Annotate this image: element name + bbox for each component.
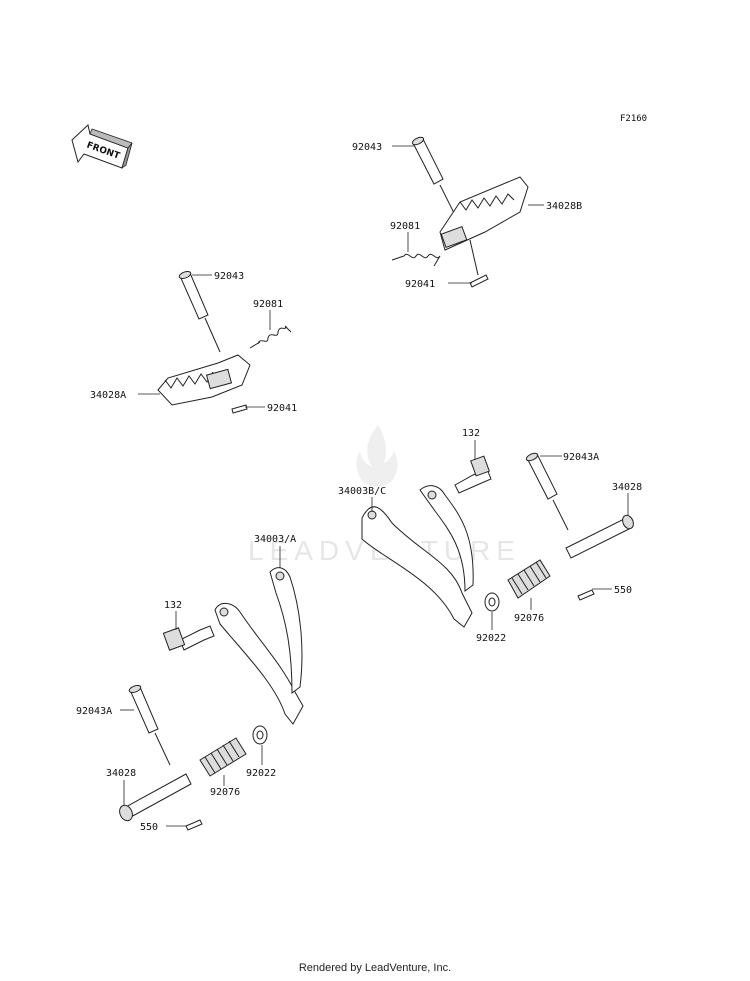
callout-34003B-C: 34003B/C bbox=[338, 486, 386, 497]
pin-92043-left bbox=[178, 271, 221, 353]
bracket-34003B-C bbox=[361, 485, 474, 628]
bolt-132-left bbox=[162, 625, 215, 651]
bolt-132-right bbox=[454, 455, 492, 494]
footpeg-left-assembly bbox=[157, 271, 292, 414]
callout-92043-upper-right: 92043 bbox=[352, 142, 382, 153]
callout-34028-left: 34028 bbox=[106, 768, 136, 779]
bracket-right-assembly bbox=[361, 452, 634, 628]
callout-92043-upper-left: 92043 bbox=[214, 271, 244, 282]
callout-550-left: 550 bbox=[140, 822, 158, 833]
callout-labels: 92043 34028B 92081 92041 92043 92081 340… bbox=[76, 142, 642, 833]
bracket-left-assembly bbox=[119, 567, 304, 831]
leader-lines bbox=[120, 145, 629, 827]
figure-code: F2160 bbox=[620, 114, 647, 124]
callout-92076-right: 92076 bbox=[514, 613, 544, 624]
callout-92022-right: 92022 bbox=[476, 633, 506, 644]
callout-132-right: 132 bbox=[462, 428, 480, 439]
callout-550-right: 550 bbox=[614, 585, 632, 596]
callout-92041-upper-right: 92041 bbox=[405, 279, 435, 290]
bracket-34003-A bbox=[214, 567, 304, 725]
callout-92041-upper-left: 92041 bbox=[267, 403, 297, 414]
footpeg-34028A bbox=[157, 354, 251, 406]
shaft-34028-right bbox=[565, 514, 634, 559]
callout-92022-left: 92022 bbox=[246, 768, 276, 779]
spring-92081-left bbox=[249, 325, 292, 349]
callout-92081-upper-left: 92081 bbox=[253, 299, 283, 310]
pin-92043-right bbox=[411, 136, 456, 216]
callout-92043A-left: 92043A bbox=[76, 706, 112, 717]
washer-92022-right bbox=[484, 592, 500, 612]
callout-34028A: 34028A bbox=[90, 390, 126, 401]
footpeg-right-assembly bbox=[391, 136, 529, 288]
callout-34028-right: 34028 bbox=[612, 482, 642, 493]
callout-34003-A: 34003/A bbox=[254, 534, 296, 545]
front-arrow-icon: FRONT bbox=[71, 124, 133, 170]
pin-92043A-right bbox=[525, 452, 569, 531]
callout-92076-left: 92076 bbox=[210, 787, 240, 798]
spring-92081-right bbox=[391, 253, 441, 267]
grip-92076-left bbox=[199, 737, 247, 777]
callout-34028B: 34028B bbox=[546, 201, 582, 212]
pin-92043A-left bbox=[128, 685, 171, 766]
callout-92043A-right: 92043A bbox=[563, 452, 599, 463]
shaft-34028-left bbox=[119, 773, 192, 822]
washer-92022-left bbox=[252, 725, 268, 745]
callout-92081-upper-right: 92081 bbox=[390, 221, 420, 232]
cotter-pin-550-right bbox=[577, 589, 595, 601]
footpeg-34028B bbox=[439, 176, 529, 276]
footer-credit: Rendered by LeadVenture, Inc. bbox=[298, 962, 452, 974]
grip-92076-right bbox=[507, 559, 551, 599]
cotter-pin-550-left bbox=[185, 819, 203, 831]
callout-132-left: 132 bbox=[164, 600, 182, 611]
cotter-pin-92041-left bbox=[231, 404, 248, 414]
cotter-pin-92041-right bbox=[469, 274, 489, 288]
